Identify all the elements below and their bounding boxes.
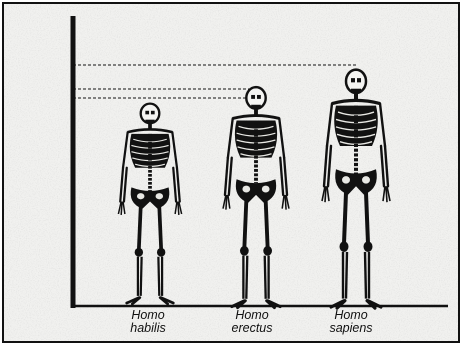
label-homo-erectus: Homo erectus (207, 309, 297, 335)
label-homo-sapiens: Homo sapiens (306, 309, 396, 335)
figure-frame: Homo habilis Homo erectus Homo sapiens (2, 2, 460, 343)
label-species: erectus (207, 322, 297, 335)
label-homo-habilis: Homo habilis (103, 309, 193, 335)
skeleton-homo-erectus (223, 87, 289, 308)
label-species: habilis (103, 322, 193, 335)
skeleton-comparison-diagram (4, 4, 458, 341)
label-species: sapiens (306, 322, 396, 335)
skeleton-homo-sapiens (322, 70, 390, 308)
skeleton-homo-habilis (118, 104, 181, 304)
